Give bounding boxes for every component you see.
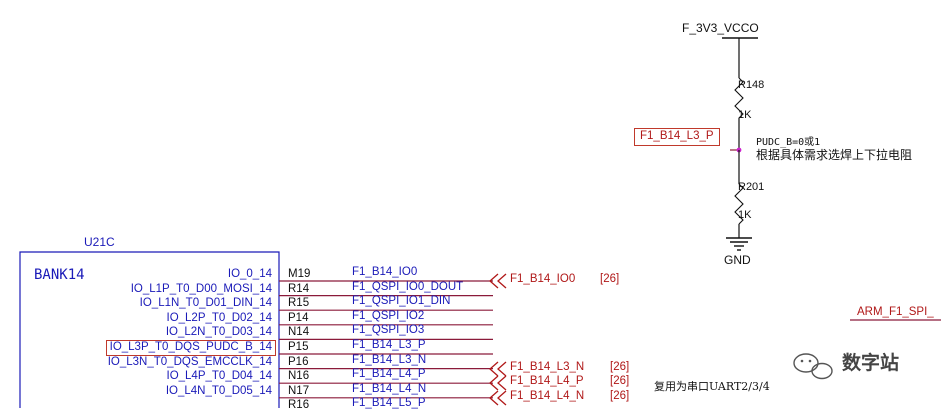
offpage-sheet-1: [26] (610, 361, 630, 373)
chip-body (19, 251, 280, 408)
pin-name-r14: IO_L1P_T0_D00_MOSI_14 (130, 282, 272, 295)
pin-name-n17: IO_L4N_T0_D05_14 (165, 384, 272, 397)
offpage-label-1: F1_B14_L3_N (510, 361, 585, 373)
uart-note: 复用为串口UART2/3/4 (654, 380, 770, 393)
net-label-r14: F1_QSPI_IO0_DOUT (352, 280, 464, 293)
offpage-arrow-2 (489, 375, 499, 391)
pin-number-r16: R16 (288, 399, 310, 412)
net-label-m19: F1_B14_IO0 (352, 266, 418, 278)
pin-name-r15: IO_L1N_T0_D01_DIN_14 (139, 297, 272, 310)
offpage-sheet-2: [26] (610, 375, 630, 387)
net-label-r16: F1_B14_L5_P (352, 397, 426, 410)
offpage-sheet-0: [26] (600, 273, 620, 285)
chip-ref: U21C (84, 235, 115, 249)
chip-bank-label: BANK14 (34, 267, 85, 283)
pin-name-n14: IO_L2N_T0_D03_14 (165, 326, 272, 339)
pin-number-n17: N17 (288, 384, 310, 397)
pin-number-n16: N16 (288, 370, 310, 383)
pin-number-m19: M19 (288, 268, 311, 280)
r201-body (734, 183, 744, 225)
net-label-p14: F1_QSPI_IO2 (352, 309, 425, 322)
pin-wires (279, 280, 493, 399)
watermark-logo-icon (793, 353, 833, 380)
pudc-net-label: F1_B14_L3_P (634, 128, 720, 146)
offpage-label-0: F1_B14_IO0 (510, 273, 576, 285)
offpage-arrow-inner-1 (497, 361, 507, 377)
watermark-text: 数字站 (842, 353, 900, 374)
offpage-arrow-1 (489, 361, 499, 377)
pin-name-m19: IO_0_14 (227, 268, 272, 280)
pin-name-n16: IO_L4P_T0_D04_14 (166, 370, 273, 383)
r148-ref: R148 (738, 79, 765, 91)
offpage-arrow-inner-2 (497, 375, 507, 391)
pin-number-r15: R15 (288, 297, 310, 310)
offpage-arrow-inner-3 (497, 390, 507, 406)
offpage-label-3: F1_B14_L4_N (510, 390, 585, 402)
pin-name-p14: IO_L2P_T0_D02_14 (166, 311, 273, 324)
vcco-net-label: F_3V3_VCCO (682, 21, 759, 35)
net-label-n17: F1_B14_L4_N (352, 382, 427, 395)
r201-ref: R201 (738, 181, 765, 193)
pudc-note-line2: 根据具体需求选焊上下拉电阻 (756, 148, 913, 162)
pin-number-p14: P14 (288, 311, 309, 324)
pudc-note-line1: PUDC_B=0或1 (756, 137, 821, 148)
offpage-arrow-0 (489, 273, 499, 289)
r148-body (734, 77, 744, 119)
net-label-n16: F1_B14_L4_P (352, 368, 426, 381)
net-label-p15: F1_B14_L3_P (352, 339, 426, 351)
net-label-n14: F1_QSPI_IO3 (352, 324, 425, 337)
gnd-symbol (726, 237, 752, 251)
net-label-p16: F1_B14_L3_N (352, 353, 427, 366)
pin-number-r14: R14 (288, 282, 310, 295)
offpage-arrow-inner-0 (497, 273, 507, 289)
pin-number-p15: P15 (288, 341, 309, 353)
offpage-label-2: F1_B14_L4_P (510, 375, 584, 387)
r201-value: 1K (738, 209, 752, 221)
pin-name-p16: IO_L3N_T0_DQS_EMCCLK_14 (107, 355, 272, 368)
gnd-label: GND (724, 253, 751, 267)
offpage-sheet-3: [26] (610, 390, 630, 402)
pin-number-p16: P16 (288, 355, 309, 368)
offpage-arrows (489, 273, 507, 406)
r148-value: 1K (738, 109, 752, 121)
offpage-arrow-3 (489, 390, 499, 406)
pin-number-n14: N14 (288, 326, 310, 339)
pin-name-p15: IO_L3P_T0_DQS_PUDC_B_14 (105, 340, 276, 356)
arm-net-label: ARM_F1_SPI_ (857, 306, 934, 318)
net-label-r15: F1_QSPI_IO1_DIN (352, 295, 451, 308)
